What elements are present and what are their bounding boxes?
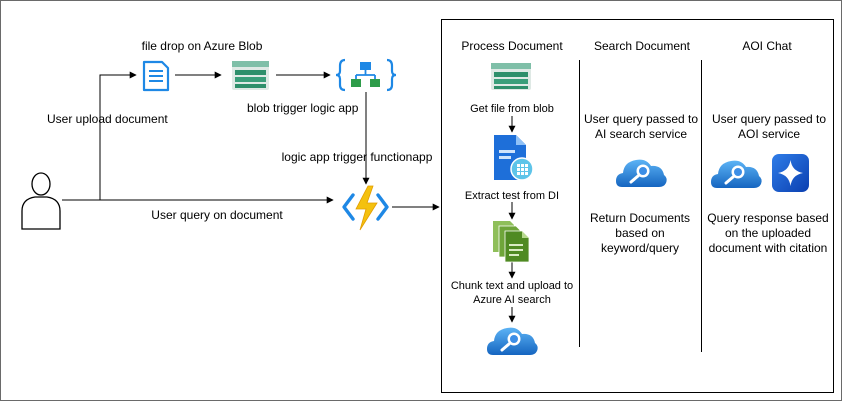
- logic-app-trigger-label: logic app trigger functionapp: [282, 150, 433, 164]
- chat-query-line-1: User query passed to: [712, 112, 826, 126]
- files-icon: [493, 221, 530, 263]
- search-return-line-2: based on: [615, 226, 664, 240]
- step-chunk-line-1: Chunk text and upload to: [451, 280, 573, 292]
- file-drop-label: file drop on Azure Blob: [142, 39, 263, 53]
- step-chunk-line-2: Azure AI search: [473, 294, 551, 306]
- blob-trigger-label: blob trigger logic app: [247, 101, 359, 115]
- aoi-chat-title: AOI Chat: [742, 39, 792, 53]
- upload-arrow: [99, 71, 137, 200]
- chat-response-line-2: on the uploaded: [725, 226, 811, 240]
- user-icon: [21, 172, 61, 230]
- chat-response-line-3: document with citation: [709, 241, 828, 255]
- search-return-line-1: Return Documents: [590, 211, 690, 225]
- chat-query-line-2: AOI service: [738, 127, 800, 141]
- user-upload-label: User upload document: [47, 112, 168, 126]
- search-return-line-3: keyword/query: [601, 241, 679, 255]
- logic-app-icon: [335, 58, 397, 92]
- document-icon: [142, 60, 170, 92]
- storage-account-icon: [232, 61, 269, 90]
- document-intelligence-icon: [494, 135, 534, 181]
- search-document-search-icon: [616, 159, 667, 187]
- search-document-title: Search Document: [594, 39, 691, 53]
- azure-openai-icon: [772, 154, 809, 192]
- process-storage-icon: [491, 63, 531, 90]
- search-query-line-2: AI search service: [595, 127, 687, 141]
- function-app-icon: [342, 185, 389, 231]
- cognitive-search-icon: [487, 327, 538, 355]
- connector-lines: [62, 71, 516, 323]
- process-document-title: Process Document: [461, 39, 563, 53]
- chat-search-icon: [711, 160, 762, 188]
- step-get-file: Get file from blob: [470, 103, 554, 115]
- user-query-label: User query on document: [151, 208, 283, 222]
- chat-response-line-1: Query response based: [707, 211, 828, 225]
- step-extract: Extract test from DI: [465, 190, 559, 202]
- search-query-line-1: User query passed to: [584, 112, 698, 126]
